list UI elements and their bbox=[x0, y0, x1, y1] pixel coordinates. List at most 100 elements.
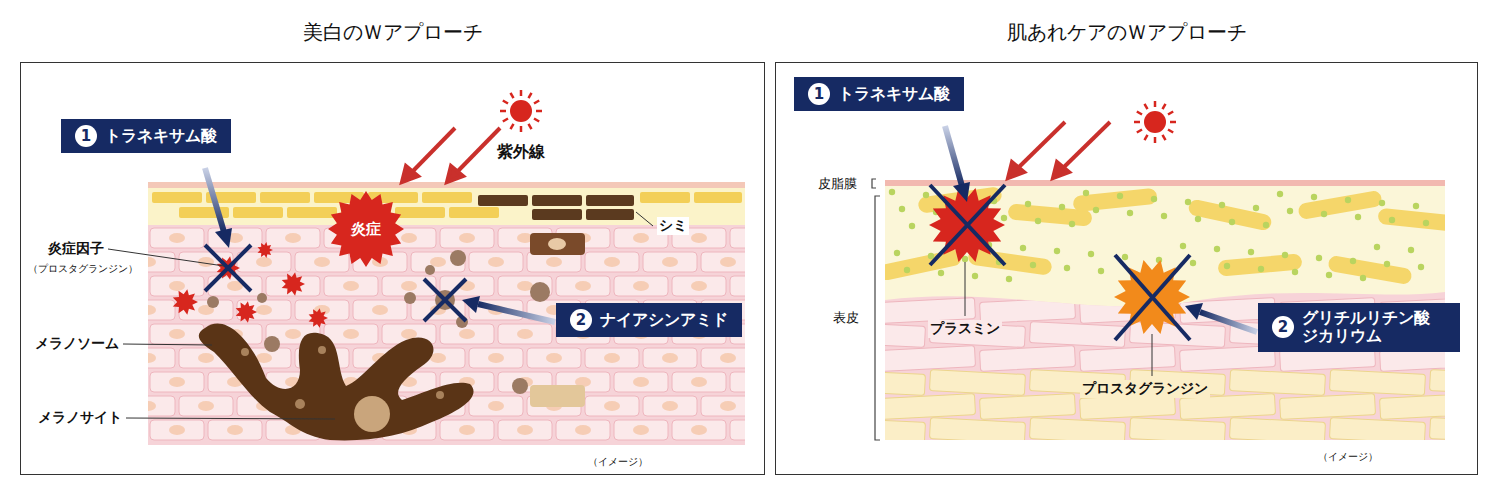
lipid-dot bbox=[1030, 262, 1036, 268]
part-label: プラスミン bbox=[928, 320, 1002, 338]
inflammation-factor bbox=[173, 289, 198, 315]
epidermis bbox=[148, 225, 745, 445]
cell-nucleus bbox=[148, 401, 156, 411]
skin-cell bbox=[1080, 346, 1176, 372]
agent-box: 1トラネキサム酸 bbox=[61, 119, 231, 153]
agent-box: 1トラネキサム酸 bbox=[794, 77, 964, 111]
lipid-dot bbox=[1127, 210, 1133, 216]
cell-nucleus bbox=[633, 281, 649, 291]
lipid-rod bbox=[1072, 188, 1157, 213]
cell-nucleus bbox=[430, 257, 446, 267]
skin-cell bbox=[353, 300, 407, 320]
leader-line bbox=[126, 418, 335, 419]
skin-cell bbox=[1329, 418, 1425, 444]
cell-nucleus bbox=[169, 425, 185, 435]
cell-nucleus bbox=[488, 353, 504, 363]
skin-cell bbox=[730, 372, 745, 392]
skin-cell bbox=[1229, 418, 1325, 444]
lipid-dot bbox=[1214, 246, 1220, 252]
image-note: （イメージ） bbox=[588, 455, 648, 469]
melanosomes bbox=[207, 250, 550, 394]
lipid-dot bbox=[1258, 266, 1264, 272]
node-label: トラネキサム酸 bbox=[838, 84, 950, 105]
skin-cell bbox=[1029, 322, 1125, 348]
lipid-dot bbox=[1229, 219, 1235, 225]
panel-title: 美白のＷアプローチ bbox=[21, 19, 764, 46]
skin-cells bbox=[148, 228, 745, 440]
lipid-dot bbox=[1025, 201, 1031, 207]
skin-cell bbox=[440, 324, 494, 344]
horny-layer bbox=[148, 188, 745, 225]
skin-cell bbox=[148, 252, 175, 272]
lipid-dot bbox=[1195, 216, 1201, 222]
skin-cell bbox=[208, 228, 262, 248]
skin-cell bbox=[880, 346, 976, 372]
skin-cell bbox=[1429, 370, 1496, 396]
inflammation-factor bbox=[236, 301, 257, 323]
skin-cell bbox=[980, 346, 1076, 372]
horny-brick bbox=[640, 192, 690, 203]
horny-brick bbox=[233, 207, 283, 218]
horny-brick bbox=[694, 192, 742, 203]
skin-cell bbox=[1429, 418, 1496, 444]
lipid-dot bbox=[1316, 255, 1322, 261]
skin-cell bbox=[585, 252, 639, 272]
part-label: メラノサイト bbox=[38, 409, 122, 427]
lipid-dot bbox=[1180, 243, 1186, 249]
skin-cell bbox=[527, 348, 581, 368]
skin-cell bbox=[1329, 370, 1425, 396]
lipid-dot bbox=[1311, 194, 1317, 200]
lipid-dot bbox=[1277, 191, 1283, 197]
panel-title: 肌あれケアのＷアプローチ bbox=[776, 19, 1477, 46]
lipid-rod bbox=[885, 248, 963, 281]
horny-brick bbox=[395, 207, 445, 218]
lipid-dot bbox=[904, 267, 910, 273]
skin-cell bbox=[469, 396, 523, 416]
part-label: メラノソーム bbox=[35, 335, 119, 353]
cell-nucleus bbox=[372, 305, 388, 315]
horny-bricks bbox=[152, 192, 742, 218]
skin-cell bbox=[148, 300, 175, 320]
part-sublabel: （プロスタグランジン） bbox=[28, 262, 138, 276]
lipid-dot bbox=[899, 206, 905, 212]
cell-nucleus bbox=[604, 257, 620, 267]
cell-nucleus bbox=[662, 353, 678, 363]
cell-nucleus bbox=[720, 353, 736, 363]
skin-cell bbox=[556, 420, 610, 440]
lipid-dot bbox=[1020, 245, 1026, 251]
skin-cell bbox=[614, 420, 668, 440]
skin-cell bbox=[150, 324, 204, 344]
skin-cell bbox=[614, 372, 668, 392]
layer-label: 皮脂膜 bbox=[818, 175, 857, 193]
lipid-dot bbox=[1360, 275, 1366, 281]
lipid-rod bbox=[967, 248, 1052, 276]
skin-cell bbox=[701, 396, 745, 416]
callout-number: 1 bbox=[75, 125, 97, 147]
lipid-dot bbox=[1219, 202, 1225, 208]
lipid-rod bbox=[1297, 190, 1383, 220]
skin-cell bbox=[643, 396, 697, 416]
lipid-rod bbox=[1217, 253, 1302, 276]
skin-cell bbox=[150, 228, 204, 248]
lipid-dot bbox=[1263, 222, 1269, 228]
panel: 肌あれケアのＷアプローチ1トラネキサム酸2グリチルリチン酸 ジカリウム bbox=[775, 62, 1478, 475]
lipid-dot bbox=[1389, 217, 1395, 223]
skin-cell bbox=[150, 420, 204, 440]
cell-nucleus bbox=[633, 425, 649, 435]
lipid-rod bbox=[1187, 198, 1272, 231]
cell-nucleus bbox=[198, 401, 214, 411]
leader-line bbox=[965, 262, 966, 316]
skin-cell bbox=[672, 276, 726, 296]
lipid-dot bbox=[909, 223, 915, 229]
lipid-rod bbox=[1327, 255, 1413, 285]
lipid-dot bbox=[1064, 265, 1070, 271]
cell-nucleus bbox=[285, 329, 301, 339]
lipid-dot bbox=[1098, 268, 1104, 274]
lipid-dot bbox=[923, 192, 929, 198]
skin-cell bbox=[672, 372, 726, 392]
inflammation-factor bbox=[282, 272, 305, 296]
cell-nucleus bbox=[169, 281, 185, 291]
lipid-rods bbox=[885, 186, 1445, 285]
